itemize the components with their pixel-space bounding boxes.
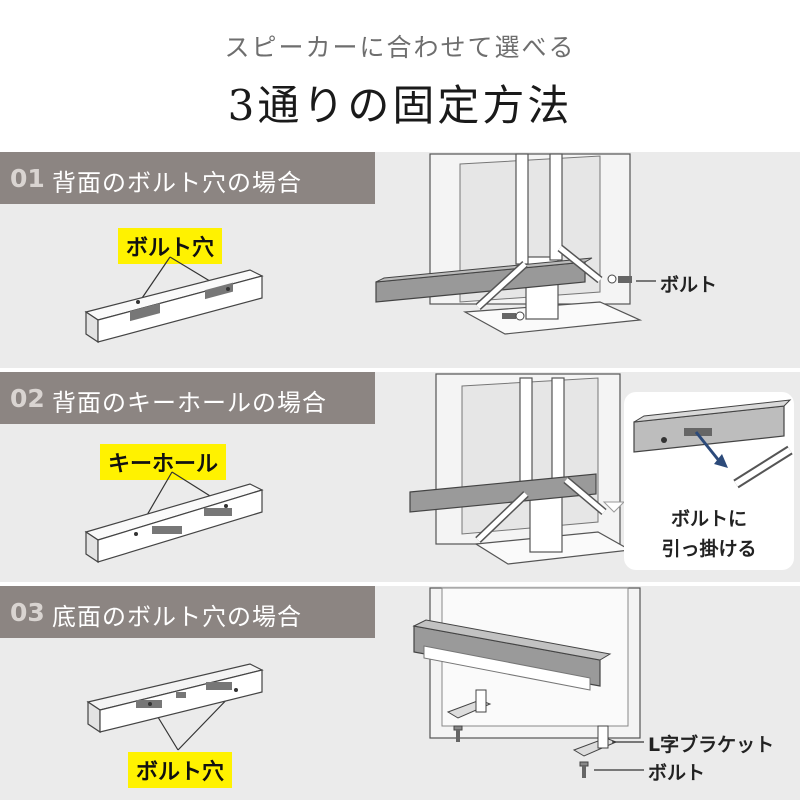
bolt-icon	[453, 725, 463, 742]
bolt-hole-tag: ボルト穴	[128, 752, 233, 788]
bubble-line-2: 引っ掛ける	[661, 538, 757, 560]
section-number: 02	[10, 384, 45, 413]
rear-bolt-illustration	[84, 153, 656, 344]
bottom-bolt-illustration	[86, 587, 644, 778]
l-bracket-callout: L字ブラケット	[648, 734, 775, 756]
subtitle: スピーカーに合わせて選べる	[224, 33, 576, 62]
page-title: 3通りの固定方法	[227, 81, 573, 130]
section-label: 背面のキーホールの場合	[52, 389, 327, 417]
keyhole-illustration	[84, 373, 632, 565]
section-label-bar: 02 背面のキーホールの場合	[0, 372, 375, 424]
header: スピーカーに合わせて選べる 3通りの固定方法	[0, 0, 800, 152]
section-number: 01	[10, 164, 45, 193]
detail-bubble: ボルトに 引っ掛ける	[624, 392, 794, 570]
soundbar-rear	[84, 269, 264, 344]
section-rear-keyhole: 02 背面のキーホールの場合 キーホール	[0, 372, 800, 582]
section-number: 03	[10, 598, 45, 627]
soundbar-bottom	[86, 663, 264, 734]
bubble-line-1: ボルトに	[670, 508, 747, 530]
section-label-bar: 03 底面のボルト穴の場合	[0, 586, 375, 638]
bolt-callout: ボルト	[660, 274, 718, 296]
bolt-callout: ボルト	[648, 762, 706, 784]
section-label: 底面のボルト穴の場合	[52, 603, 302, 631]
bolt-icon	[579, 761, 589, 778]
bolt-icon	[607, 274, 632, 284]
section-label-bar: 01 背面のボルト穴の場合	[0, 152, 375, 204]
section-rear-bolt-holes: 01 背面のボルト穴の場合 ボルト穴	[0, 152, 800, 368]
section-label: 背面のボルト穴の場合	[52, 169, 302, 197]
keyhole-tag: キーホール	[100, 444, 227, 480]
l-bracket-icon	[446, 689, 492, 719]
keyhole-detail	[633, 399, 793, 489]
section-bottom-bolt-holes: 03 底面のボルト穴の場合 ボルト穴	[0, 586, 800, 800]
soundbar-rear	[84, 483, 264, 564]
bolt-hole-tag: ボルト穴	[118, 228, 223, 264]
